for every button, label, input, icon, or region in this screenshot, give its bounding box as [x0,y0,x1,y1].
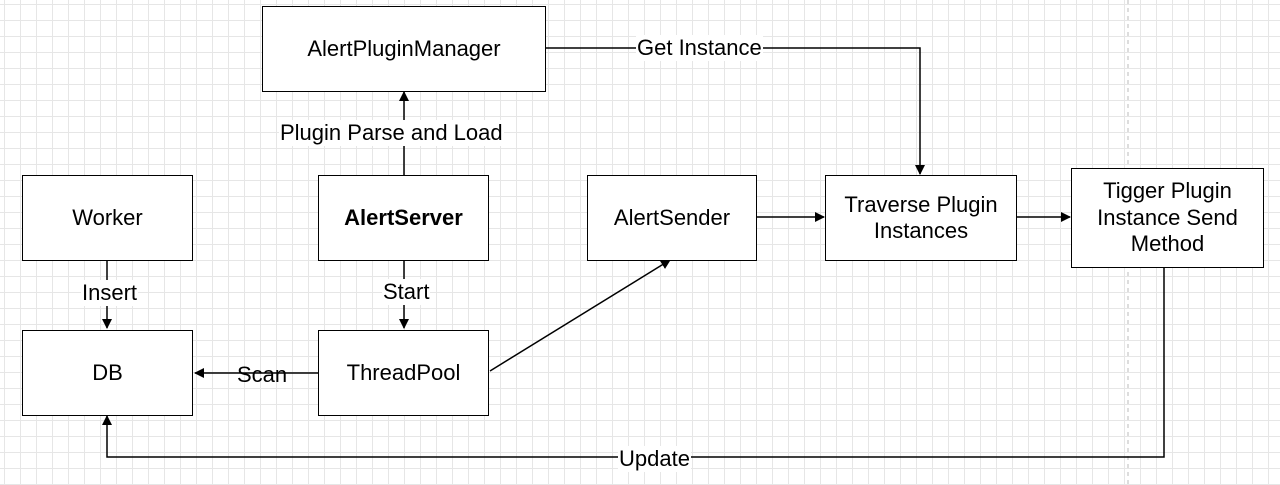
edge-label-insert: Insert [81,280,139,306]
edge-label-plugin-parse: Plugin Parse and Load [279,120,504,146]
worker-node: Worker [22,175,193,261]
alert-sender-label: AlertSender [613,204,731,230]
edge-label-scan: Scan [237,362,288,387]
edge-label-get-instance: Get Instance [636,35,763,61]
alert-plugin-manager-label: AlertPluginManager [307,35,501,61]
trigger-plugin-send-node: Tigger Plugin Instance Send Method [1071,168,1264,268]
edge-threadpool-sender [489,259,671,372]
worker-label: Worker [72,204,143,230]
db-label: DB [92,359,123,385]
alert-server-label: AlertServer [344,204,463,230]
alert-server-node: AlertServer [318,175,489,261]
thread-pool-node: ThreadPool [318,330,489,416]
edge-get-instance [545,47,925,175]
alert-sender-node: AlertSender [587,175,757,261]
thread-pool-label: ThreadPool [346,359,461,385]
edge-label-start: Start [382,279,431,305]
traverse-plugin-instances-node: Traverse Plugin Instances [825,175,1017,261]
trigger-plugin-send-label: Tigger Plugin Instance Send Method [1097,178,1238,257]
traverse-plugin-instances-label: Traverse Plugin Instances [844,191,998,243]
alert-plugin-manager-node: AlertPluginManager [262,6,546,92]
db-node: DB [22,330,193,416]
edge-label-update: Update [618,446,691,472]
